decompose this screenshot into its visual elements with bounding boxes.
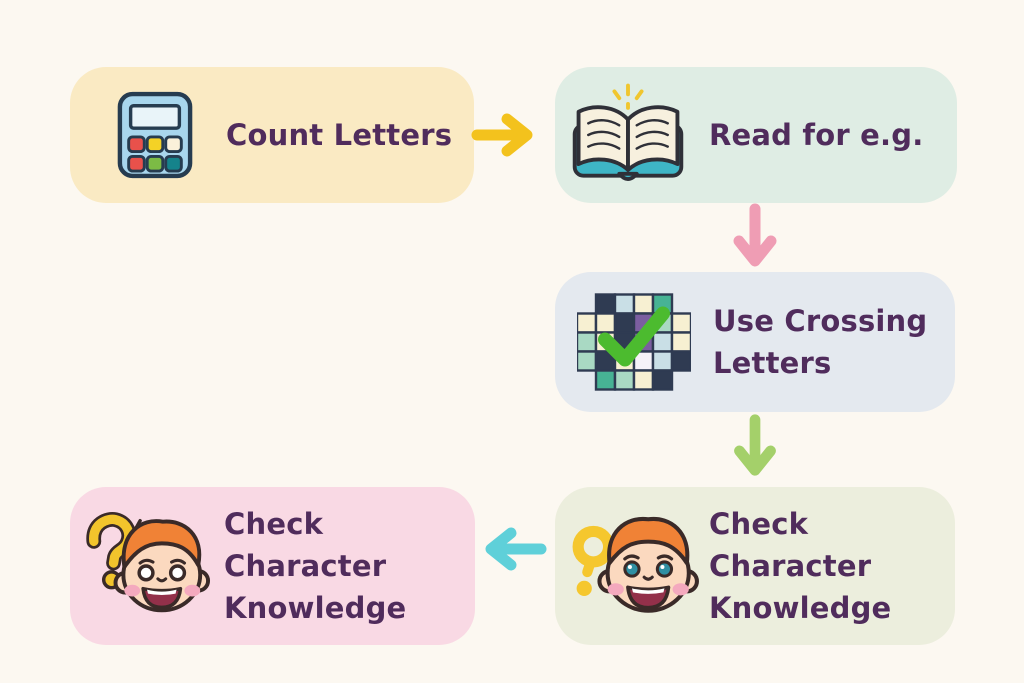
flow-node-check-character-knowledge-left: Check Character Knowledge — [70, 487, 475, 645]
flow-node-use-crossing-letters: Use Crossing Letters — [555, 272, 955, 412]
flow-node-count-letters: Count Letters — [70, 67, 474, 203]
arrow-down-icon — [726, 412, 784, 482]
curious-boy-question-icon — [84, 508, 212, 624]
arrow-down-icon — [726, 201, 784, 273]
curious-boy-icon — [569, 508, 701, 624]
flow-node-read-for-eg: Read for e.g. — [555, 67, 957, 203]
node-label-read-for-eg: Read for e.g. — [709, 117, 924, 152]
arrow-left-icon — [479, 520, 549, 578]
arrow-right-icon — [469, 106, 539, 164]
node-label-use-crossing-letters: Use Crossing Letters — [713, 303, 928, 380]
node-label-count-letters: Count Letters — [226, 117, 453, 152]
question-mark-glyph — [86, 512, 153, 590]
flow-node-check-character-knowledge-right: Check Character Knowledge — [555, 487, 955, 645]
node-label-check-character-knowledge-left: Check Character Knowledge — [224, 506, 407, 626]
open-book-icon — [565, 80, 691, 190]
calculator-icon — [116, 91, 194, 179]
node-label-check-character-knowledge-right: Check Character Knowledge — [709, 506, 892, 626]
crossword-check-icon — [577, 292, 691, 392]
